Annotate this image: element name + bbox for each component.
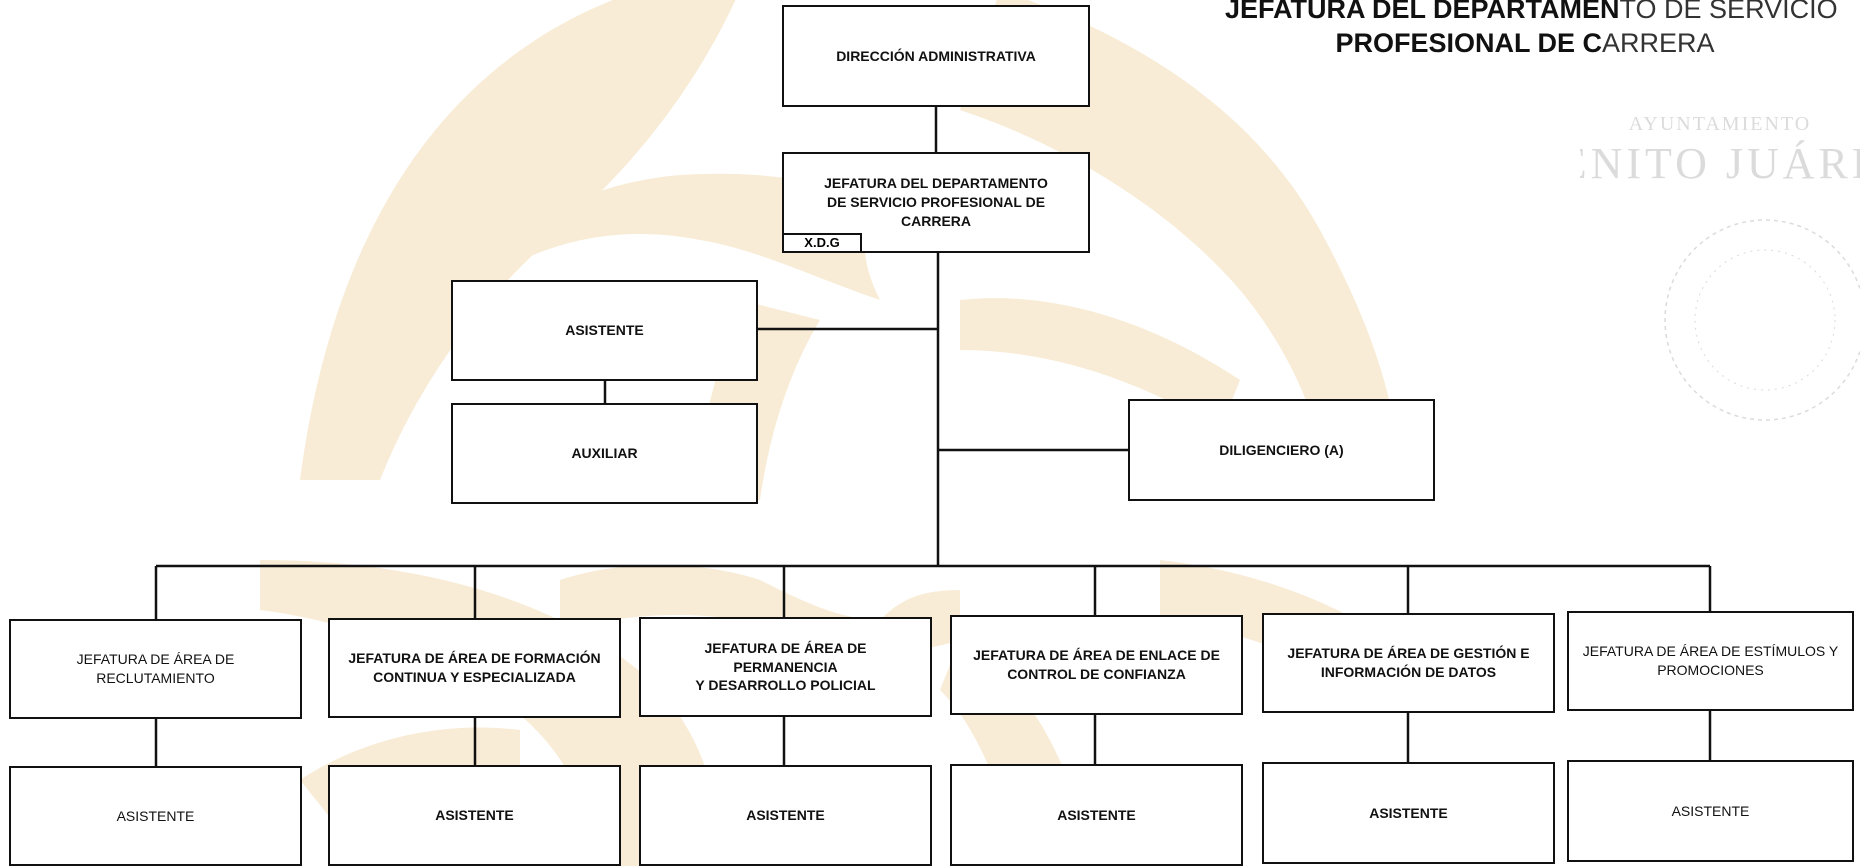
node-label: ASISTENTE	[746, 807, 825, 824]
node-asistente-reclutamiento: ASISTENTE	[9, 766, 302, 866]
node-label: ASISTENTE	[1057, 806, 1136, 823]
chart-title-line-1: JEFATURA DEL DEPARTAMENTO DE SERVICIO	[1225, 0, 1838, 25]
node-label: JEFATURA DE ÁREA DE RECLUTAMIENTO	[76, 651, 235, 686]
node-direccion-administrativa: DIRECCIÓN ADMINISTRATIVA	[782, 5, 1090, 107]
chart-title-line-2: PROFESIONAL DE CARRERA	[1225, 28, 1825, 59]
node-asistente-principal: ASISTENTE	[451, 280, 758, 381]
node-asistente-formacion: ASISTENTE	[328, 765, 621, 866]
title-line-1-light: TO DE SERVICIO	[1619, 0, 1838, 24]
svg-text:AYUNTAMIENTO: AYUNTAMIENTO	[1629, 113, 1811, 135]
jefatura-code-tag: X.D.G	[782, 233, 862, 253]
svg-text:BENITO JUÁREZ: BENITO JUÁREZ	[1580, 139, 1860, 188]
node-label: JEFATURA DE ÁREA DE ESTÍMULOS Y PROMOCIO…	[1582, 643, 1839, 678]
node-area-enlace: JEFATURA DE ÁREA DE ENLACE DE CONTROL DE…	[950, 615, 1243, 715]
node-label: ASISTENTE	[435, 807, 514, 824]
node-label: JEFATURA DE ÁREA DE FORMACIÓN CONTINUA Y…	[348, 650, 601, 685]
node-auxiliar: AUXILIAR	[451, 403, 758, 504]
node-label: JEFATURA DEL DEPARTAMENTO DE SERVICIO PR…	[824, 175, 1048, 229]
node-area-estimulos: JEFATURA DE ÁREA DE ESTÍMULOS Y PROMOCIO…	[1567, 611, 1854, 711]
node-asistente-gestion: ASISTENTE	[1262, 762, 1555, 864]
node-area-reclutamiento: JEFATURA DE ÁREA DE RECLUTAMIENTO	[9, 619, 302, 719]
node-asistente-permanencia: ASISTENTE	[639, 765, 932, 866]
official-seal: AYUNTAMIENTO BENITO JUÁREZ	[1580, 113, 1860, 421]
node-label: JEFATURA DE ÁREA DE GESTIÓN E INFORMACIÓ…	[1287, 645, 1530, 680]
node-area-permanencia: JEFATURA DE ÁREA DE PERMANENCIA Y DESARR…	[639, 617, 932, 717]
title-line-1-strong: JEFATURA DEL DEPARTAMEN	[1225, 0, 1620, 24]
node-diligenciero: DILIGENCIERO (A)	[1128, 399, 1435, 501]
node-asistente-estimulos: ASISTENTE	[1567, 760, 1854, 862]
node-label: DIRECCIÓN ADMINISTRATIVA	[836, 47, 1036, 64]
node-label: JEFATURA DE ÁREA DE PERMANENCIA Y DESARR…	[695, 639, 876, 694]
node-label: ASISTENTE	[1671, 802, 1750, 819]
node-label: ASISTENTE	[116, 807, 195, 824]
node-label: AUXILIAR	[571, 445, 638, 462]
node-asistente-enlace: ASISTENTE	[950, 764, 1243, 866]
title-line-2-light: ARRERA	[1602, 28, 1715, 58]
node-area-formacion: JEFATURA DE ÁREA DE FORMACIÓN CONTINUA Y…	[328, 618, 621, 718]
node-area-gestion: JEFATURA DE ÁREA DE GESTIÓN E INFORMACIÓ…	[1262, 613, 1555, 713]
node-label: ASISTENTE	[1369, 804, 1448, 821]
node-label: DILIGENCIERO (A)	[1219, 441, 1344, 458]
title-line-2-strong: PROFESIONAL DE C	[1335, 28, 1602, 58]
node-label: JEFATURA DE ÁREA DE ENLACE DE CONTROL DE…	[973, 647, 1220, 682]
node-label: ASISTENTE	[565, 322, 644, 339]
